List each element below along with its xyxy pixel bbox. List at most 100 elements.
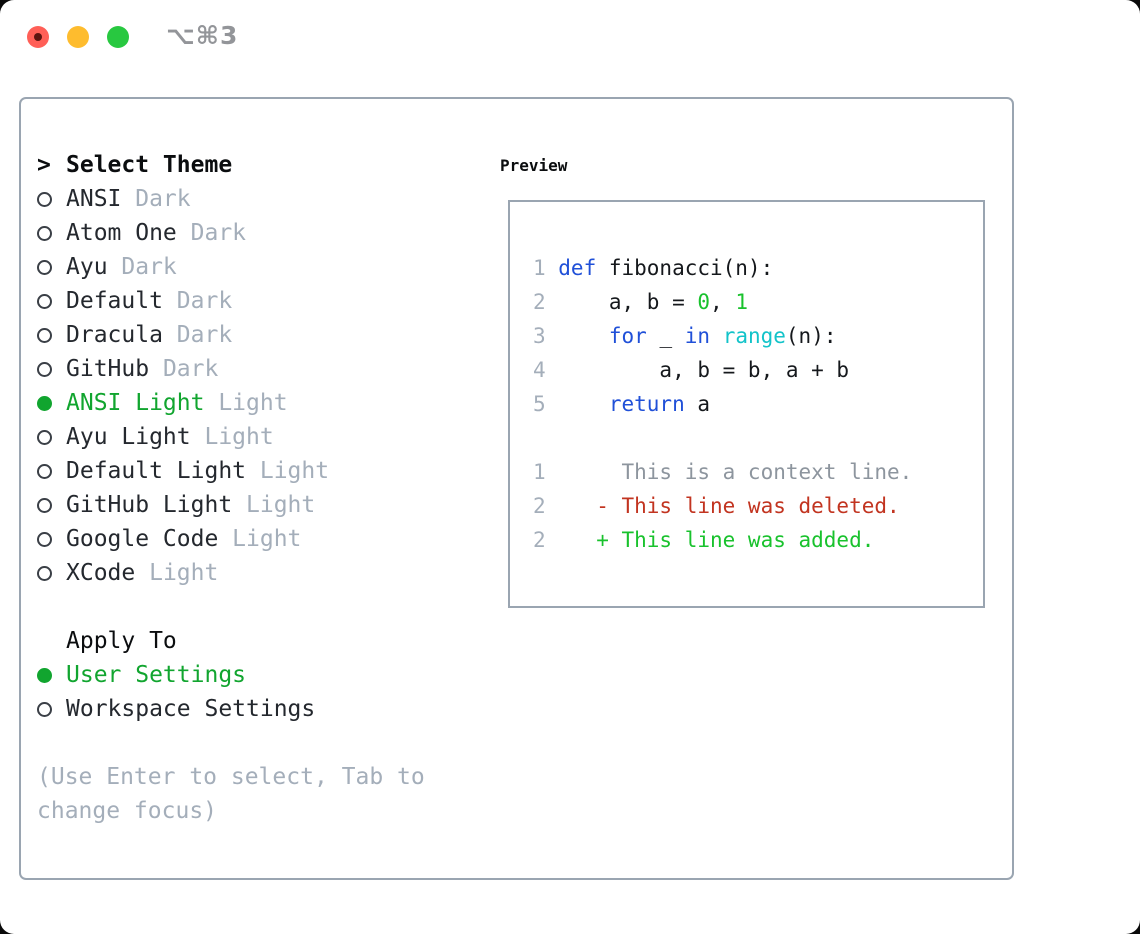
- option-label: Ayu: [66, 254, 108, 280]
- code-token: def: [558, 256, 597, 280]
- code-token: a, b =: [558, 290, 698, 314]
- radio-icon: [37, 531, 66, 547]
- option-label: Atom One: [66, 220, 177, 246]
- select-theme-title: Select Theme: [66, 152, 233, 178]
- code-line: [533, 421, 983, 455]
- radio-icon: [37, 259, 66, 275]
- option-label: Ayu Light: [66, 424, 191, 450]
- theme-variant-tag: Dark: [190, 220, 247, 246]
- theme-variant-tag: Light: [149, 560, 219, 586]
- option-label: ANSI Light: [66, 390, 205, 416]
- code-line: 5 return a: [533, 387, 983, 421]
- theme-option-ansi-light[interactable]: ANSI Light Light: [37, 386, 482, 420]
- theme-variant-tag: Light: [232, 526, 302, 552]
- code-token: [558, 324, 609, 348]
- line-number: 2: [533, 494, 546, 518]
- radio-icon: [37, 293, 66, 309]
- spacer: [37, 590, 482, 624]
- code-line: 1 This is a context line.: [533, 455, 983, 489]
- theme-variant-tag: Light: [246, 492, 316, 518]
- option-label: Dracula: [66, 322, 163, 348]
- line-number: 2: [533, 290, 546, 314]
- line-number: 5: [533, 392, 546, 416]
- code-token: ,: [710, 290, 736, 314]
- radio-selected-icon: [37, 667, 66, 683]
- minimize-button[interactable]: [67, 26, 89, 48]
- code-token: for: [608, 324, 647, 348]
- theme-variant-tag: Dark: [176, 288, 233, 314]
- radio-icon: [37, 429, 66, 445]
- focus-prompt: >: [37, 152, 66, 178]
- code-token: This is a context line.: [558, 460, 913, 484]
- edited-indicator-icon: [34, 33, 42, 41]
- zoom-button[interactable]: [107, 26, 129, 48]
- option-label: Google Code: [66, 526, 219, 552]
- option-label: ANSI: [66, 186, 122, 212]
- theme-option-github[interactable]: GitHub Dark: [37, 352, 482, 386]
- radio-icon: [37, 463, 66, 479]
- theme-option-default-light[interactable]: Default Light Light: [37, 454, 482, 488]
- theme-variant-tag: Dark: [135, 186, 191, 212]
- theme-variant-tag: Light: [204, 424, 274, 450]
- theme-variant-tag: Light: [259, 458, 330, 484]
- theme-option-google-code[interactable]: Google Code Light: [37, 522, 482, 556]
- window-shortcut-label: ⌥⌘3: [166, 21, 239, 50]
- code-line: 2 a, b = 0, 1: [533, 285, 983, 319]
- theme-option-github-light[interactable]: GitHub Light Light: [37, 488, 482, 522]
- apply-option-user-settings[interactable]: User Settings: [37, 658, 482, 692]
- radio-icon: [37, 497, 66, 513]
- spacer: [37, 726, 482, 760]
- radio-icon: [37, 701, 66, 717]
- titlebar: ⌥⌘3: [0, 0, 1140, 74]
- code-token: - This line was deleted.: [558, 494, 900, 518]
- help-text: (Use Enter to select, Tab to change focu…: [37, 764, 425, 824]
- code-line: 2 + This line was added.: [533, 523, 983, 557]
- radio-icon: [37, 565, 66, 581]
- code-line: 3 for _ in range(n):: [533, 319, 983, 353]
- close-button[interactable]: [27, 26, 49, 48]
- theme-variant-tag: Light: [218, 390, 288, 416]
- theme-option-default[interactable]: Default Dark: [37, 284, 482, 318]
- radio-icon: [37, 327, 66, 343]
- option-label: Default Light: [66, 458, 247, 484]
- line-number: 2: [533, 528, 546, 552]
- code-line: 2 - This line was deleted.: [533, 489, 983, 523]
- theme-option-ayu-light[interactable]: Ayu Light Light: [37, 420, 482, 454]
- code-token: in: [684, 324, 711, 348]
- option-label: Workspace Settings: [66, 696, 316, 722]
- radio-icon: [37, 361, 66, 377]
- theme-variant-tag: Dark: [176, 322, 233, 348]
- radio-icon: [37, 191, 66, 207]
- theme-variant-tag: Dark: [162, 356, 219, 382]
- code-token: + This line was added.: [558, 528, 875, 552]
- option-label: XCode: [66, 560, 136, 586]
- option-label: GitHub Light: [66, 492, 233, 518]
- line-number: 1: [533, 460, 546, 484]
- select-theme-header: > Select Theme: [37, 148, 482, 182]
- theme-option-dracula[interactable]: Dracula Dark: [37, 318, 482, 352]
- code-token: a: [684, 392, 711, 416]
- option-label: Default: [66, 288, 163, 314]
- code-token: a, b = b, a + b: [558, 358, 850, 382]
- line-number: 4: [533, 358, 546, 382]
- code-token: [710, 324, 723, 348]
- theme-option-xcode[interactable]: XCode Light: [37, 556, 482, 590]
- apply-to-title: Apply To: [66, 628, 177, 654]
- option-label: GitHub: [66, 356, 150, 382]
- code-token: return: [608, 392, 685, 416]
- code-token: (n):: [785, 324, 837, 348]
- preview-title: Preview: [500, 155, 568, 175]
- apply-option-workspace-settings[interactable]: Workspace Settings: [37, 692, 482, 726]
- theme-option-atom-one[interactable]: Atom One Dark: [37, 216, 482, 250]
- code-line: 4 a, b = b, a + b: [533, 353, 983, 387]
- radio-selected-icon: [37, 395, 66, 411]
- code-token: 0: [697, 290, 711, 314]
- theme-option-ansi[interactable]: ANSI Dark: [37, 182, 482, 216]
